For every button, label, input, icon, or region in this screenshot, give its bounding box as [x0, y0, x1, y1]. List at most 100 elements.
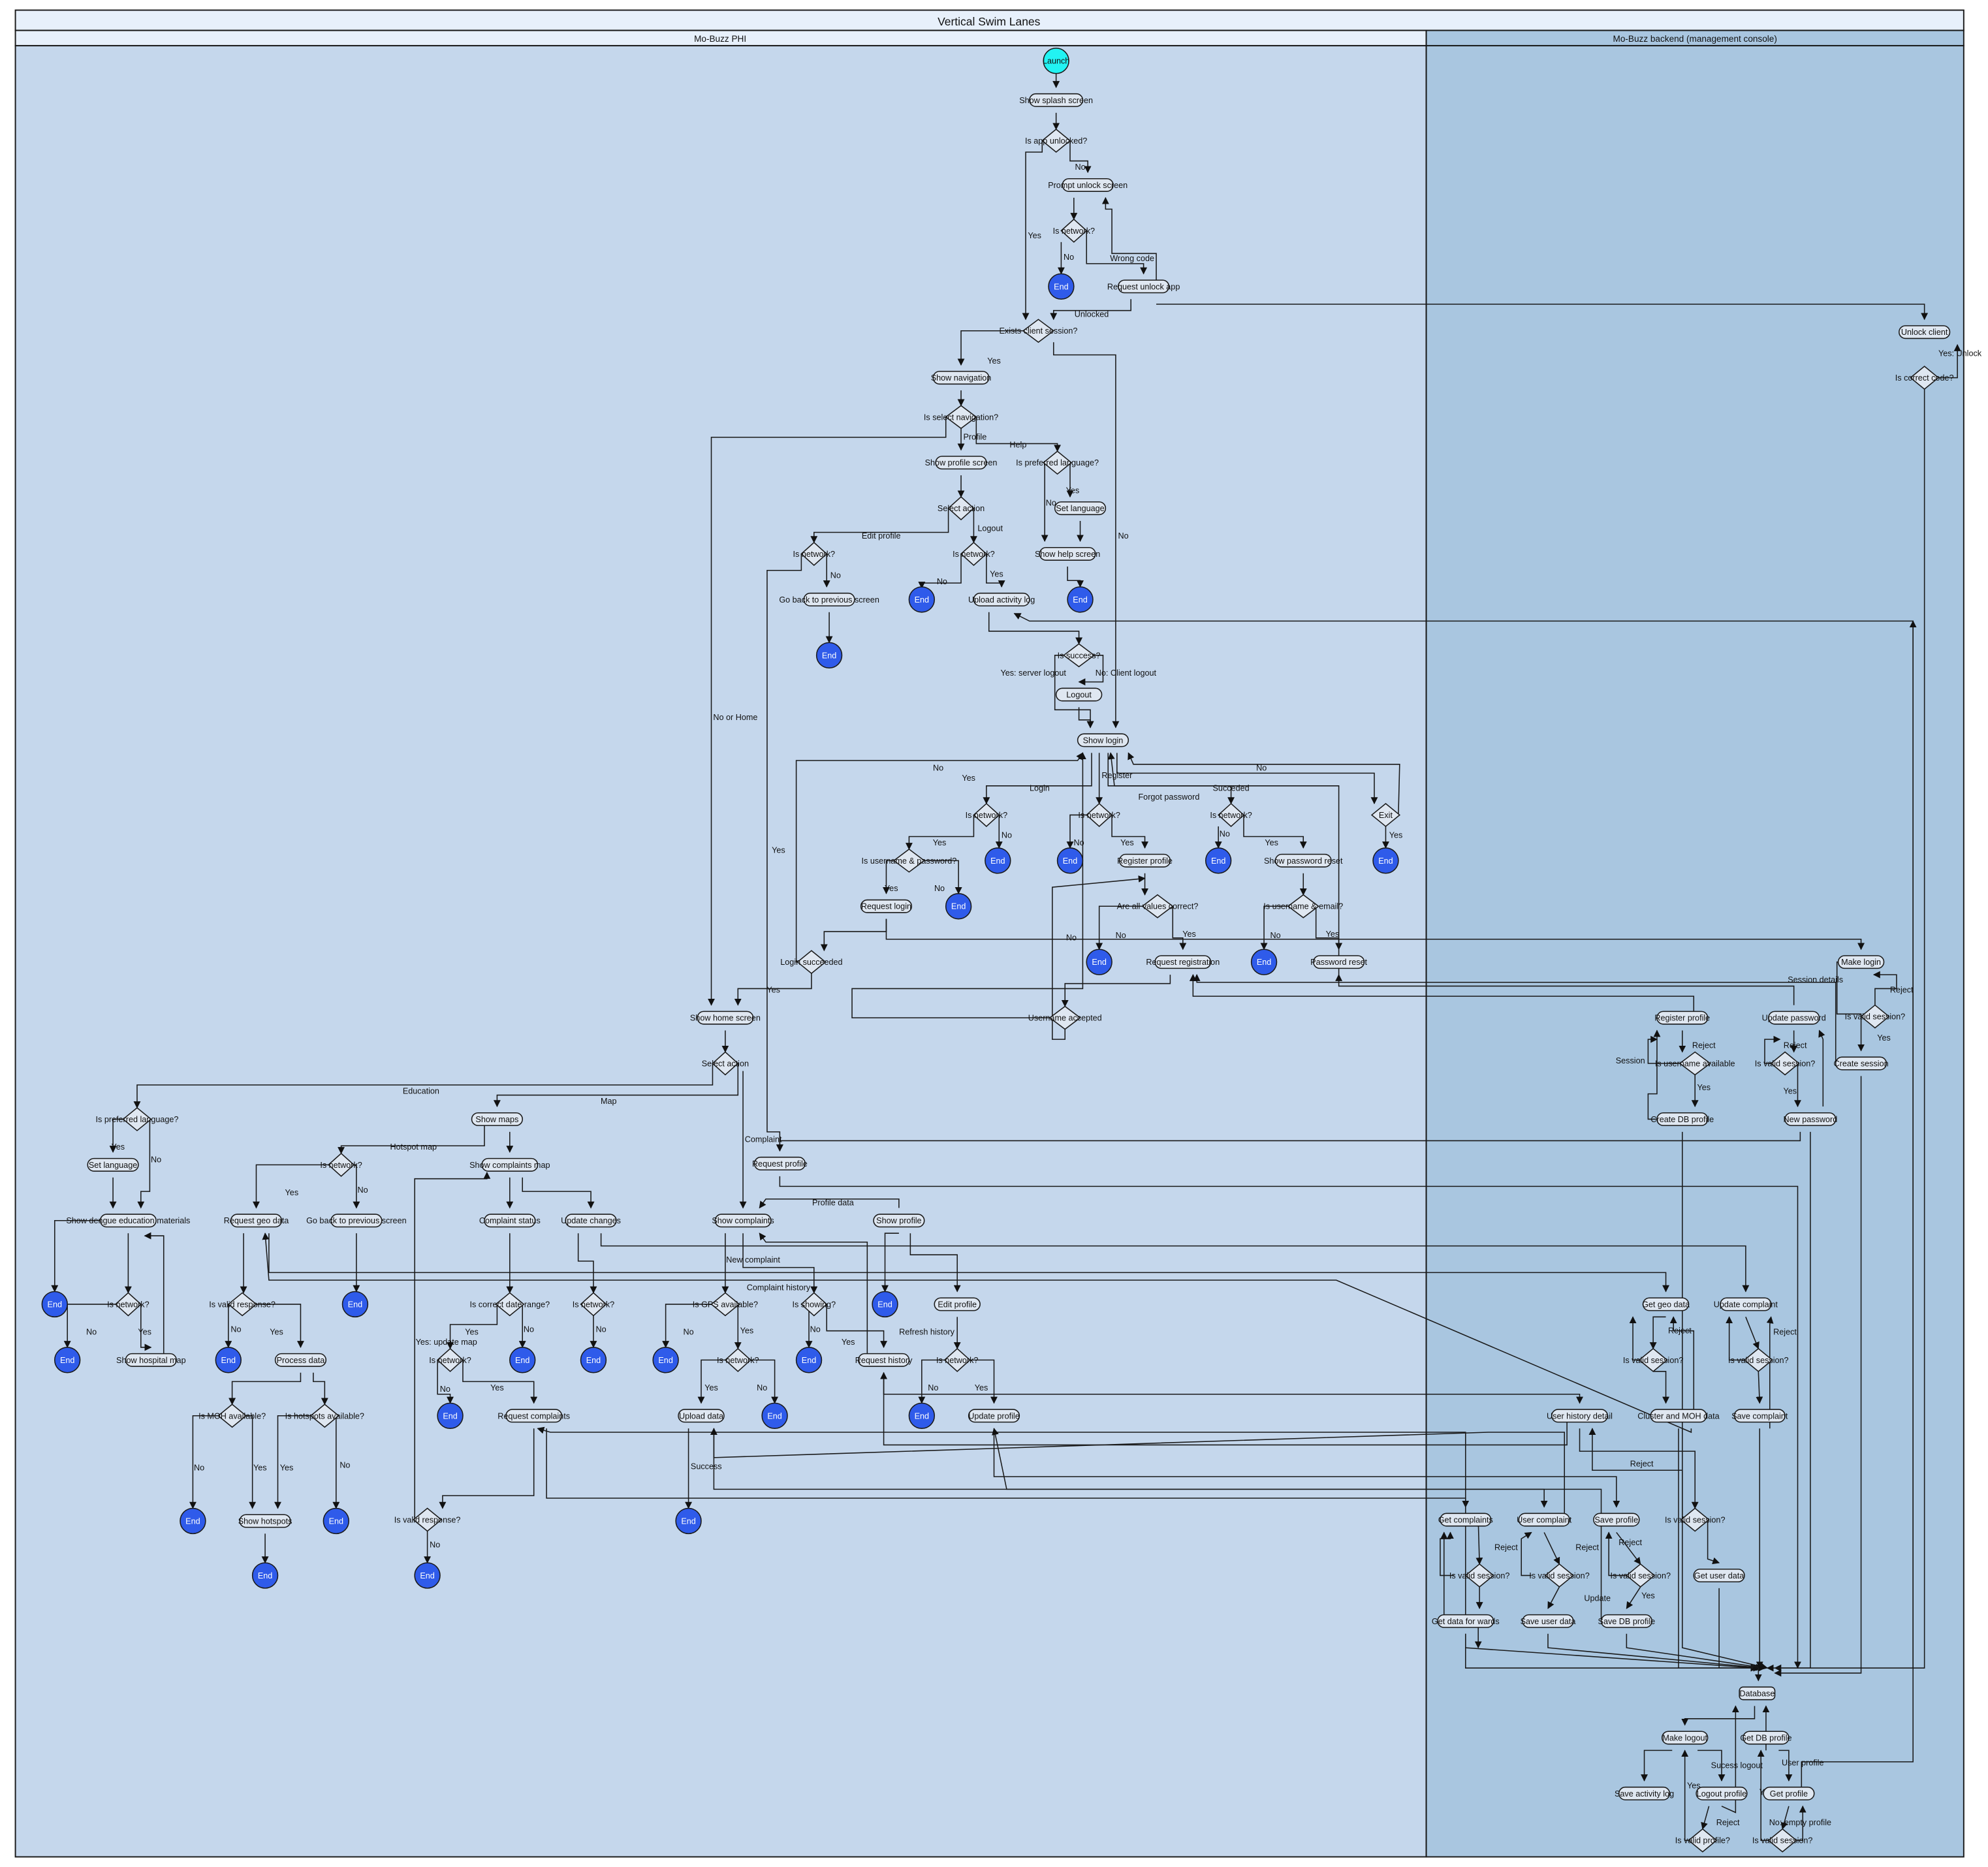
flow-connector: [1588, 1428, 1683, 1520]
node-valid-session-hist: Is valid session?: [1665, 1507, 1726, 1532]
node-label: Create session: [1834, 1059, 1889, 1068]
edge-label: Reject: [1630, 1459, 1654, 1468]
node-valid-session-sp: Is valid session?: [1610, 1563, 1671, 1588]
decision-shape: [1464, 1563, 1494, 1588]
node-label: Save DB profile: [1598, 1617, 1656, 1626]
decision-shape: [1086, 802, 1113, 827]
end-shape: [323, 1507, 349, 1535]
node-label: Launch: [1043, 57, 1069, 66]
node-label: Show home screen: [690, 1014, 761, 1023]
edge-label: No: [1075, 163, 1085, 172]
node-go-back-prev: Go back to previous screen: [779, 592, 879, 606]
edge-label: Wrong code: [1110, 254, 1154, 263]
action-shape: [1274, 853, 1332, 868]
flow-connector: [51, 1219, 116, 1293]
node-request-unlock: Request unlock app: [1107, 279, 1180, 294]
node-label: Show maps: [475, 1115, 518, 1124]
end-shape: [41, 1291, 68, 1318]
action-shape: [1733, 1409, 1786, 1423]
flow-connector: [992, 1428, 1602, 1622]
node-end: End: [323, 1507, 349, 1535]
edge-label: No: [1116, 931, 1126, 940]
edge-label: Yes: [490, 1383, 504, 1392]
action-shape: [932, 371, 990, 385]
action-shape: [1899, 325, 1951, 339]
edge-label: Yes: [842, 1338, 855, 1347]
end-label: End: [329, 1516, 343, 1526]
flow-connector: [253, 1164, 329, 1209]
node-end: End: [908, 586, 936, 613]
node-label: Is network?: [573, 1300, 614, 1309]
lane-phi-title: Mo-Buzz PHI: [694, 34, 746, 44]
flow-connector: [1653, 1371, 1669, 1404]
flow-connector: [1937, 344, 1961, 379]
action-shape: [1039, 547, 1096, 561]
decision-shape: [436, 1347, 464, 1372]
node-username-password: Is username & password?: [862, 848, 956, 873]
end-label: End: [802, 1356, 816, 1365]
edge-label: No: [440, 1385, 450, 1394]
node-label: Login succeeded: [780, 958, 842, 967]
node-valid-profile: Is valid profile?: [1675, 1828, 1730, 1853]
edge-label: No: [937, 577, 947, 586]
edge-label: Yes: [285, 1188, 299, 1197]
node-username-email: Is username & email?: [1263, 894, 1343, 918]
node-label: Show navigation: [931, 373, 992, 383]
decision-shape: [800, 1292, 828, 1317]
action-shape: [934, 1297, 981, 1311]
action-shape: [1118, 279, 1170, 294]
edge-label: Yes: [1687, 1781, 1701, 1791]
decision-shape: [327, 1152, 355, 1177]
node-valid-session-gp: Is valid session?: [1752, 1828, 1812, 1853]
node-label: Is valid profile?: [1675, 1836, 1730, 1845]
node-label: Get user data: [1694, 1571, 1744, 1580]
edge-label: No: [684, 1328, 694, 1337]
node-show-complaints: Show complaints: [712, 1214, 774, 1228]
node-label: User complaint: [1517, 1515, 1572, 1524]
flow-connector: [229, 1372, 302, 1405]
node-label: Save profile: [1595, 1515, 1639, 1524]
node-label: Is correct code?: [1895, 373, 1954, 383]
flow-connector: [414, 1171, 491, 1520]
flow-connector: [600, 1233, 1750, 1293]
action-shape: [1693, 1568, 1745, 1582]
action-shape: [1600, 1614, 1652, 1628]
node-preferred-lang-edu: Is preferred language?: [96, 1106, 178, 1131]
edge-label: No: [1064, 253, 1074, 262]
node-label: Create DB profile: [1650, 1115, 1714, 1124]
node-hotspots-available: Is hotspots available?: [285, 1404, 364, 1428]
node-label: Is valid session?: [1665, 1515, 1726, 1524]
edge-label: Yes: [1066, 486, 1080, 495]
flow-connector: [1629, 1316, 1641, 1361]
end-shape: [414, 1562, 441, 1589]
node-label: Is network?: [966, 811, 1007, 820]
node-end: End: [1372, 847, 1399, 874]
edge-label: Yes: server logout: [1000, 668, 1066, 678]
action-shape: [1784, 1112, 1837, 1126]
end-shape: [945, 893, 972, 920]
node-label: Database: [1739, 1689, 1775, 1698]
end-shape: [908, 1402, 936, 1429]
edge-label: Yes: [138, 1328, 151, 1337]
node-gps-available: Is GPS available?: [693, 1292, 758, 1317]
node-complaint-status: Complaint status: [479, 1214, 541, 1228]
edge-label: Yes: [270, 1328, 283, 1337]
flow-connector: [109, 1118, 125, 1153]
node-password-reset: Password reset: [1310, 955, 1368, 969]
node-end: End: [908, 1402, 936, 1429]
flow-connector: [1701, 1806, 1710, 1830]
action-shape: [481, 1157, 539, 1172]
action-shape: [1522, 1614, 1574, 1628]
flow-connector: [1718, 1588, 1761, 1672]
node-label: Is network?: [1210, 811, 1252, 820]
node-label: Request registration: [1146, 958, 1220, 967]
end-label: End: [1378, 856, 1393, 866]
node-label: Show splash screen: [1019, 96, 1093, 105]
node-moh-available: Is MOH available?: [198, 1404, 266, 1428]
action-shape: [678, 1409, 725, 1423]
node-show-login: Show login: [1077, 733, 1129, 747]
node-label: Request unlock app: [1107, 282, 1180, 291]
flow-connector: [537, 1426, 1466, 1622]
flow-connector: [734, 973, 812, 1006]
flow-connector: [1189, 974, 1695, 1018]
